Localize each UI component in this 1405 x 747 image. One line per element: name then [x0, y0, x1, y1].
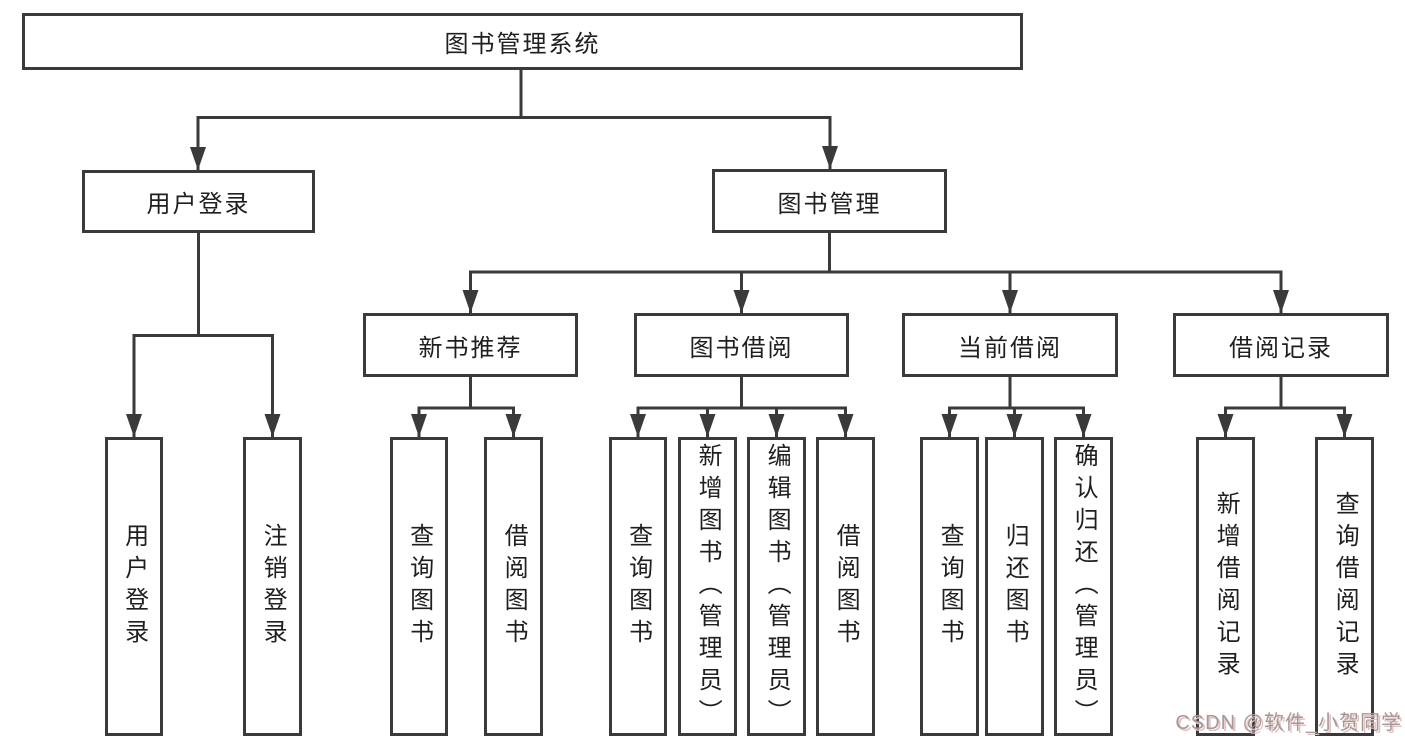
node-label: 借阅图书: [832, 522, 860, 651]
node-label: 确认归还（管理员）: [1070, 442, 1098, 731]
node-label: 查询借阅记录: [1331, 490, 1359, 683]
node-label: 编辑图书（管理员）: [763, 442, 791, 731]
node-label: 借阅图书: [500, 522, 528, 651]
leaf-edit-book-admin: 编辑图书（管理员）: [747, 437, 806, 736]
node-label: 新书推荐: [418, 334, 523, 362]
node-user-login: 用户登录: [82, 170, 315, 233]
node-label: 图书管理: [777, 190, 882, 218]
node-label: 归还图书: [1001, 522, 1029, 651]
leaf-add-borrow-record: 新增借阅记录: [1196, 437, 1255, 736]
node-new-book-recommend: 新书推荐: [363, 313, 578, 377]
leaf-user-login: 用户登录: [105, 437, 163, 736]
node-label: 借阅记录: [1229, 334, 1333, 362]
node-label: 用户登录: [120, 522, 148, 651]
node-label: 用户登录: [146, 191, 251, 218]
leaf-query-borrow-record: 查询借阅记录: [1315, 437, 1374, 736]
node-current-borrowing: 当前借阅: [902, 313, 1118, 377]
node-label: 查询图书: [624, 522, 652, 651]
node-label: 新增借阅记录: [1212, 490, 1240, 683]
leaf-borrow-books-borrowing: 借阅图书: [816, 437, 875, 736]
node-label: 当前借阅: [958, 334, 1062, 362]
node-label: 查询图书: [936, 522, 964, 651]
node-book-management: 图书管理: [712, 169, 947, 233]
node-borrowing-records: 借阅记录: [1173, 313, 1389, 377]
node-label: 查询图书: [405, 522, 433, 651]
node-label: 图书借阅: [689, 334, 794, 362]
csdn-watermark: CSDN @软件_小贺同学: [1175, 712, 1402, 734]
leaf-return-books: 归还图书: [985, 437, 1044, 736]
node-label: 注销登录: [259, 522, 287, 651]
leaf-query-books-borrowing: 查询图书: [609, 437, 667, 736]
node-label: 新增图书（管理员）: [694, 442, 722, 731]
leaf-add-book-admin: 新增图书（管理员）: [678, 437, 737, 736]
node-book-borrowing: 图书借阅: [634, 313, 849, 377]
leaf-query-books-recommend: 查询图书: [390, 437, 448, 736]
leaf-confirm-return-admin: 确认归还（管理员）: [1054, 437, 1113, 736]
leaf-query-books-current: 查询图书: [920, 437, 979, 736]
node-library-system: 图书管理系统: [22, 13, 1023, 70]
leaf-logout: 注销登录: [243, 437, 302, 736]
leaf-borrow-books-recommend: 借阅图书: [484, 437, 543, 736]
node-label: 图书管理系统: [444, 31, 601, 58]
